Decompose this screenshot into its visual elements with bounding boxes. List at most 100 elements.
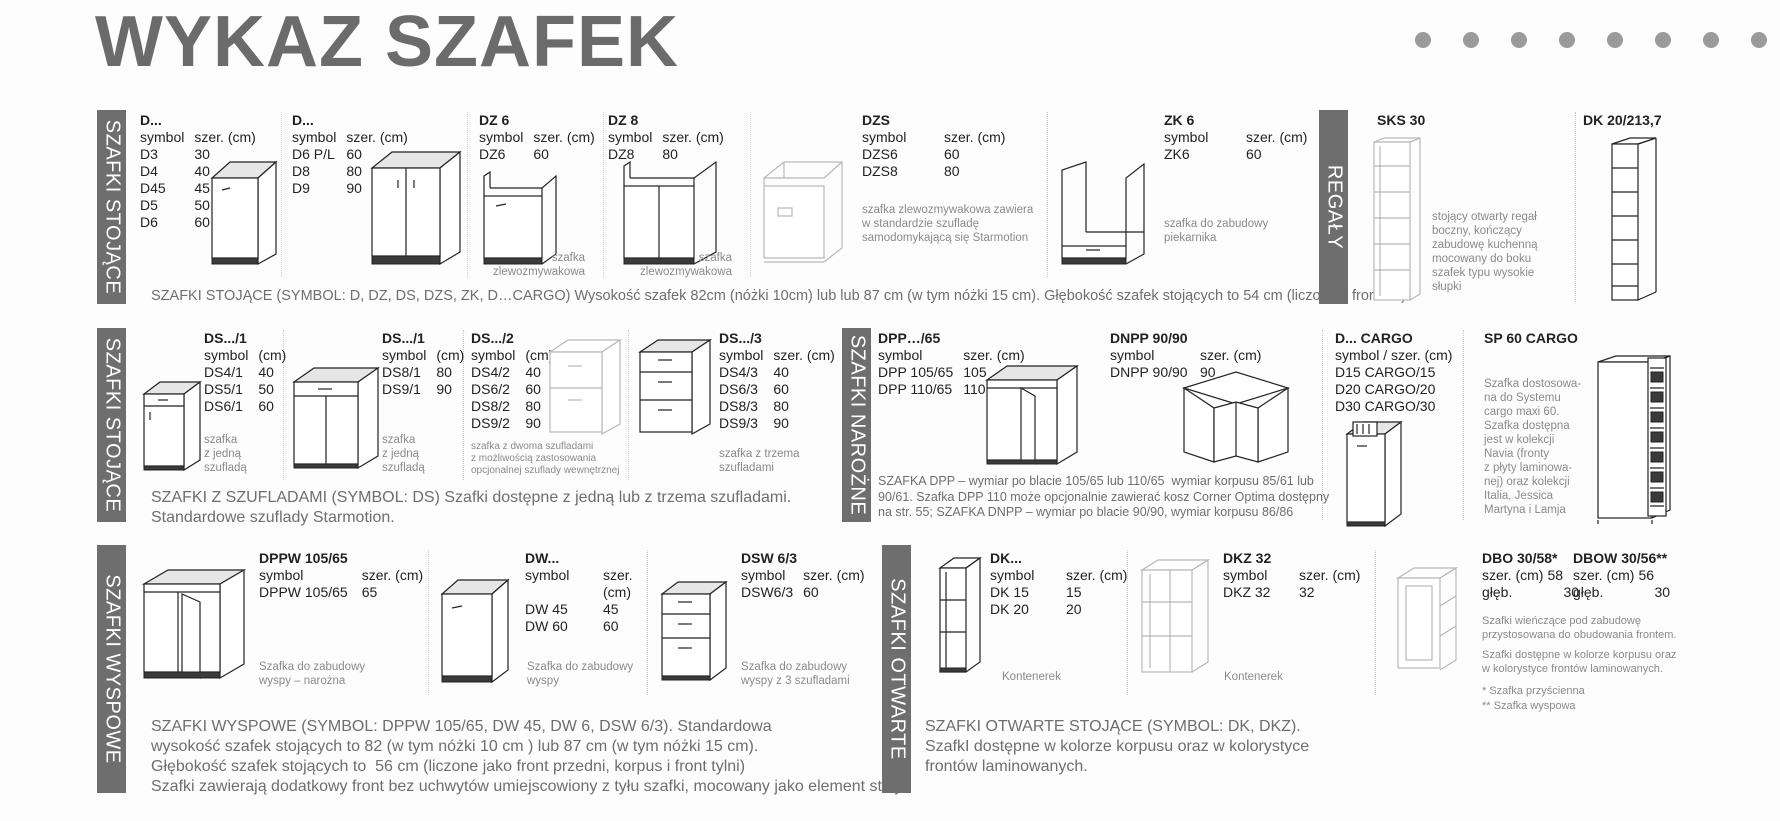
col-header: symbol bbox=[990, 567, 1035, 583]
spec-title: DK 20/213,7 bbox=[1583, 112, 1662, 128]
spec-title: DBO 30/58* bbox=[1482, 550, 1558, 566]
section-label-stojace-2: SZAFKI STOJĄCE bbox=[97, 328, 126, 522]
col-header: symbol bbox=[140, 129, 185, 145]
cell: 45 bbox=[194, 180, 210, 196]
caption: szafka zlewozmywakowa zawiera w standard… bbox=[862, 204, 1034, 244]
cabinet-double-door-icon bbox=[370, 148, 464, 268]
col-header: symbol bbox=[741, 567, 786, 583]
cell: 90 bbox=[525, 415, 541, 431]
caption: szafka z jedną szufladą bbox=[204, 434, 247, 474]
caption: Szafki wieńczące pod zabudowę przystosow… bbox=[1482, 615, 1677, 641]
cell: D20 CARGO/20 bbox=[1335, 381, 1436, 397]
col-header: szer. (cm) bbox=[533, 129, 595, 145]
cell: 40 bbox=[194, 163, 210, 179]
separator bbox=[750, 112, 751, 277]
col-header: szer. (cm) bbox=[944, 129, 1006, 145]
caption: szafka do zabudowy piekarnika bbox=[1164, 218, 1269, 244]
col-header: szer. (cm) bbox=[603, 567, 633, 600]
caption: szafka z jedną szufladą bbox=[382, 434, 425, 474]
sink-cabinet-double-icon bbox=[622, 156, 718, 268]
col-header: szer. (cm) bbox=[1299, 567, 1361, 583]
cell: 60 bbox=[944, 146, 960, 162]
spec-dbow: DBOW 30/56** szer. (cm)56 głęb.30 bbox=[1573, 550, 1670, 601]
section-note: SZAFKI Z SZUFLADAMI (SYMBOL: DS) Szafki … bbox=[151, 489, 792, 526]
cell: 80 bbox=[773, 398, 789, 414]
footnote: * Szafka przyścienna bbox=[1482, 685, 1585, 697]
dot-icon bbox=[1463, 32, 1479, 48]
col-header: symbol bbox=[1110, 347, 1155, 363]
spec-title: D... bbox=[292, 112, 314, 128]
cell: DS6/3 bbox=[719, 381, 758, 397]
spec-title: DK... bbox=[990, 550, 1022, 566]
separator bbox=[628, 330, 629, 480]
cell: 60 bbox=[194, 214, 210, 230]
section-label-otwarte: SZAFKI OTWARTE bbox=[882, 545, 911, 793]
cell: DPP 105/65 bbox=[878, 364, 954, 380]
caption: Szafka do zabudowy wyspy z 3 szufladami bbox=[741, 661, 850, 687]
col-header: symbol bbox=[382, 347, 427, 363]
cell: 80 bbox=[436, 364, 452, 380]
col-header: szer. (cm) bbox=[1066, 567, 1128, 583]
caption: stojący otwarty regał boczny, kończący z… bbox=[1432, 211, 1538, 293]
cell: 56 bbox=[1638, 567, 1655, 583]
spec-title: D... bbox=[140, 112, 162, 128]
col-header: symbol bbox=[878, 347, 923, 363]
section-label-text: SZAFKI WYSPOWE bbox=[101, 574, 123, 764]
spec-table: szer. (cm)56 głęb.30 bbox=[1573, 567, 1670, 601]
section-note: SZAFKI OTWARTE STOJĄCE (SYMBOL: DK, DKZ)… bbox=[925, 718, 1310, 775]
cell: 32 bbox=[1299, 584, 1315, 600]
cell: DS6/1 bbox=[204, 398, 243, 414]
cell: D6 bbox=[140, 214, 158, 230]
cell: DW 60 bbox=[525, 618, 568, 634]
cell: 20 bbox=[1066, 601, 1082, 617]
caption: Szafka do zabudowy wyspy bbox=[527, 661, 634, 687]
top-cabinet-light-icon bbox=[1395, 566, 1460, 674]
spec-dk20: DK 20/213,7 bbox=[1583, 112, 1662, 129]
spec-sp60: SP 60 CARGO bbox=[1484, 330, 1578, 347]
separator bbox=[1375, 550, 1376, 695]
spec-title: DBOW 30/56** bbox=[1573, 550, 1668, 566]
cell: D45 bbox=[140, 180, 166, 196]
cell: DW 45 bbox=[525, 601, 568, 617]
cell: 40 bbox=[773, 364, 789, 380]
col-header: szer. (cm) bbox=[803, 567, 865, 583]
col-header: symbol bbox=[292, 129, 337, 145]
island-corner-cabinet-icon bbox=[141, 568, 248, 684]
spec-title: DSW 6/3 bbox=[741, 550, 798, 566]
dot-icon bbox=[1559, 32, 1575, 48]
cell: 58 bbox=[1547, 567, 1564, 583]
cell: 40 bbox=[525, 364, 541, 380]
cell: DKZ 32 bbox=[1223, 584, 1271, 600]
spec-title: DPPW 105/65 bbox=[259, 550, 348, 566]
col-header: (cm) bbox=[436, 347, 465, 363]
spec-table: szer. (cm)58 głęb.30 bbox=[1482, 567, 1579, 601]
spec-dbo: DBO 30/58* szer. (cm)58 głęb.30 bbox=[1482, 550, 1579, 601]
two-drawer-cabinet-light-icon bbox=[548, 338, 624, 438]
col-header: symbol bbox=[1164, 129, 1209, 145]
cell: 30 bbox=[1563, 584, 1580, 600]
cargo-cabinet-icon bbox=[1345, 418, 1405, 530]
dot-icon bbox=[1511, 32, 1527, 48]
cell: DZ6 bbox=[479, 146, 506, 162]
col-header: szer. (cm) bbox=[1246, 129, 1308, 145]
spec-title: DS.../1 bbox=[382, 330, 425, 346]
col-header: symbol bbox=[204, 347, 249, 363]
cell: 105 bbox=[963, 364, 987, 380]
cell: 30 bbox=[1654, 584, 1671, 600]
cell: DS6/2 bbox=[471, 381, 510, 397]
spec-title: DKZ 32 bbox=[1223, 550, 1272, 566]
separator bbox=[1322, 330, 1323, 520]
spec-title: SP 60 CARGO bbox=[1484, 330, 1578, 346]
col-header: szer. (cm) bbox=[194, 129, 256, 145]
